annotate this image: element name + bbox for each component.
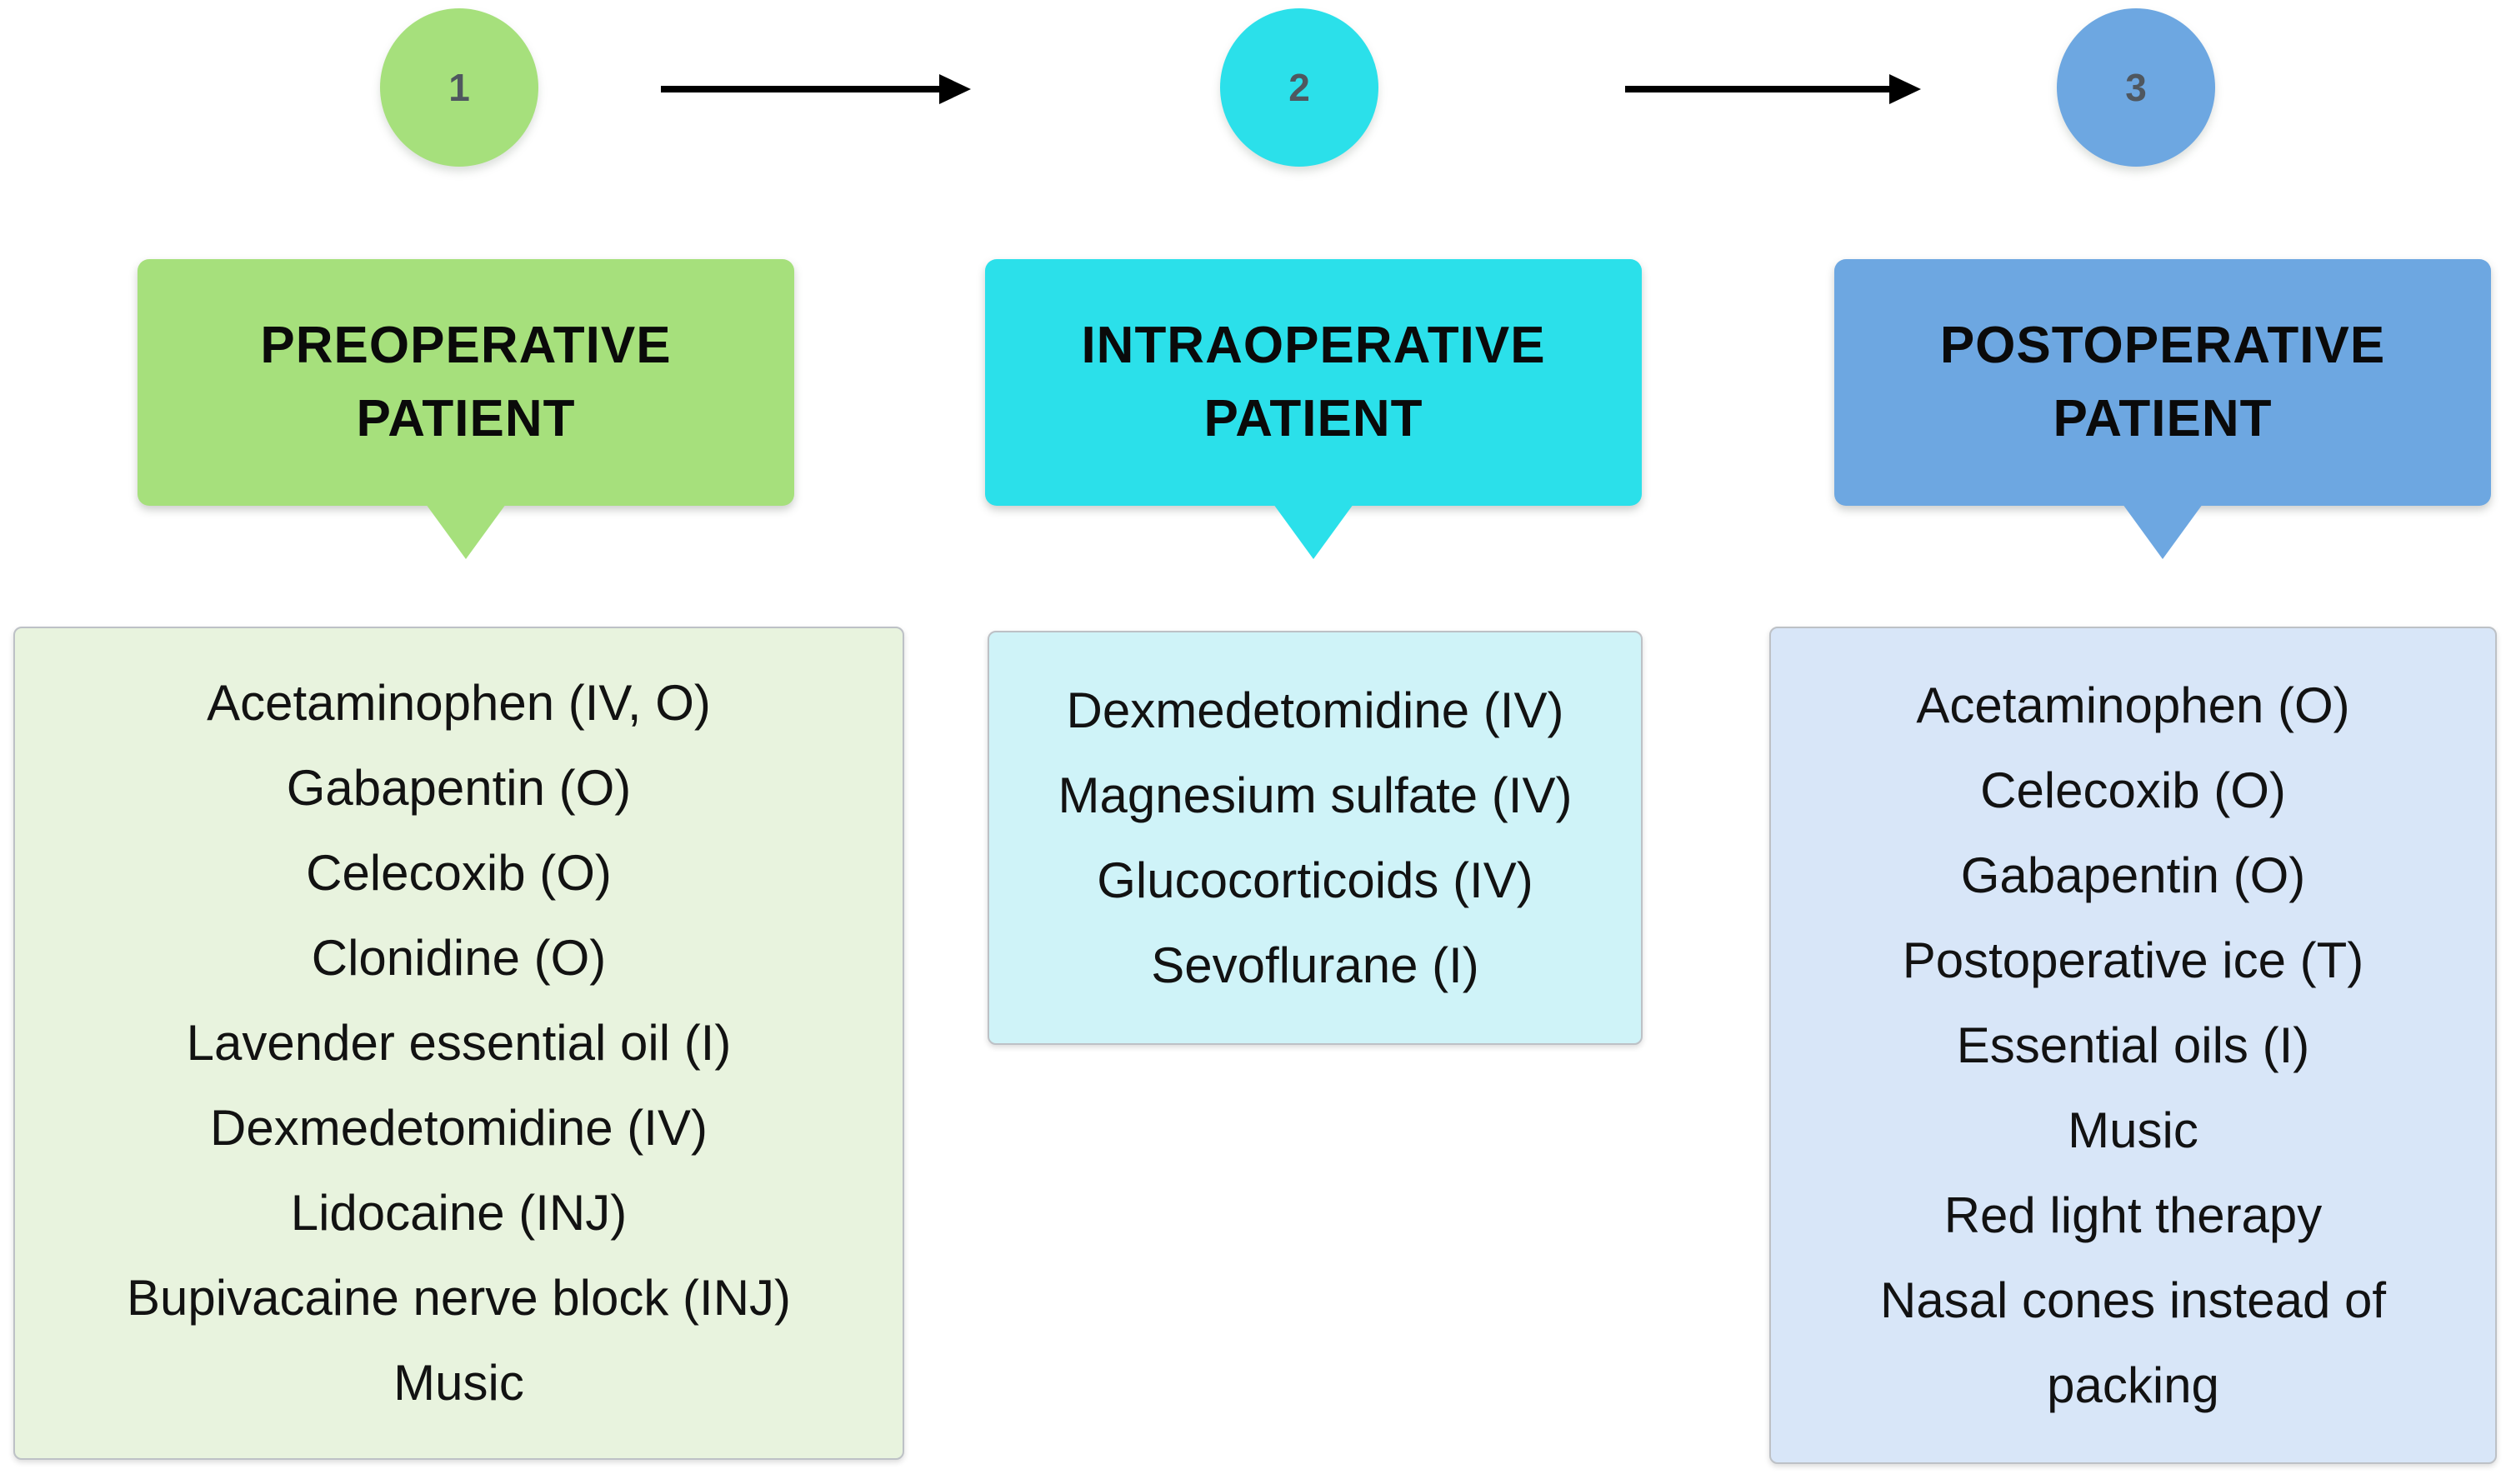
- step-1-number-badge: 1: [380, 8, 538, 167]
- step-2-list-panel: Dexmedetomidine (IV) Magnesium sulfate (…: [988, 631, 1643, 1045]
- list-item: Music: [393, 1355, 524, 1411]
- step-1-list-panel: Acetaminophen (IV, O) Gabapentin (O) Cel…: [13, 627, 904, 1460]
- list-item: Glucocorticoids (IV): [1097, 852, 1533, 908]
- list-item: Gabapentin (O): [1960, 847, 2306, 903]
- step-2-title: INTRAOPERATIVE PATIENT: [1081, 317, 1546, 447]
- step-3-title: POSTOPERATIVE PATIENT: [1939, 317, 2386, 447]
- step-1-title: PREOPERATIVE PATIENT: [260, 317, 672, 447]
- step-3-header-bubble: POSTOPERATIVE PATIENT: [1834, 259, 2491, 559]
- step-3-number-badge: 3: [2057, 8, 2215, 167]
- list-item: Clonidine (O): [311, 930, 607, 986]
- step-2-header-bubble: INTRAOPERATIVE PATIENT: [985, 259, 1642, 559]
- list-item: Sevoflurane (I): [1151, 937, 1479, 993]
- step-3-bubble-tail: [2123, 504, 2203, 559]
- step-3-list-panel: Acetaminophen (O) Celecoxib (O) Gabapent…: [1769, 627, 2497, 1464]
- list-item: Bupivacaine nerve block (INJ): [126, 1270, 792, 1326]
- step-1-bubble-tail: [426, 504, 506, 559]
- list-item: Postoperative ice (T): [1902, 932, 2364, 988]
- list-item: Lavender essential oil (I): [186, 1015, 732, 1071]
- step-1-number: 1: [448, 66, 470, 109]
- list-item: Dexmedetomidine (IV): [210, 1100, 708, 1156]
- list-item: Celecoxib (O): [1980, 762, 2286, 818]
- list-item: Gabapentin (O): [286, 760, 632, 816]
- list-item: Nasal cones instead of packing: [1879, 1272, 2387, 1413]
- list-item: Lidocaine (INJ): [290, 1185, 628, 1241]
- step-2-number: 2: [1288, 66, 1310, 109]
- list-item: Red light therapy: [1943, 1187, 2323, 1243]
- list-item: Dexmedetomidine (IV): [1066, 682, 1564, 738]
- step-3-number: 3: [2125, 66, 2147, 109]
- list-item: Essential oils (I): [1956, 1017, 2310, 1073]
- step-2-number-badge: 2: [1220, 8, 1378, 167]
- arrow-step1-to-step2-icon: [661, 74, 971, 104]
- step-1-header-bubble: PREOPERATIVE PATIENT: [138, 259, 794, 559]
- list-item: Acetaminophen (O): [1916, 677, 2350, 733]
- step-2-bubble-tail: [1273, 504, 1353, 559]
- list-item: Celecoxib (O): [306, 845, 612, 901]
- list-item: Acetaminophen (IV, O): [207, 675, 711, 731]
- arrow-step2-to-step3-icon: [1625, 74, 1921, 104]
- list-item: Magnesium sulfate (IV): [1058, 767, 1573, 823]
- list-item: Music: [2068, 1102, 2198, 1158]
